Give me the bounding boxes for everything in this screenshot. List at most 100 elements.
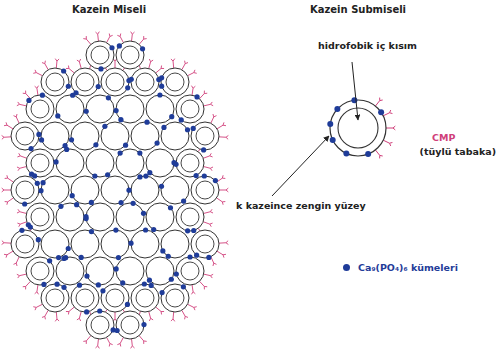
- calcium-phosphate-dot: [79, 255, 84, 260]
- submicelle: [101, 122, 129, 150]
- calcium-phosphate-dot: [154, 140, 159, 145]
- cmp-hair: [200, 281, 208, 289]
- cmp-hair: [375, 150, 382, 158]
- calcium-phosphate-dot: [36, 237, 41, 242]
- cmp-hair: [17, 209, 26, 213]
- cmp-hair: [113, 312, 117, 321]
- calcium-phosphate-dot: [179, 117, 184, 122]
- cmp-hair: [83, 36, 91, 44]
- calcium-phosphate-dot: [168, 205, 173, 210]
- calcium-phosphate-dot: [206, 255, 211, 260]
- calcium-phosphate-dot: [327, 121, 333, 127]
- cmp-hair: [131, 32, 135, 41]
- calcium-phosphate-dot: [128, 241, 133, 246]
- submicelle: [86, 41, 114, 69]
- calcium-phosphate-dot: [147, 170, 152, 175]
- submicelle: [86, 257, 114, 285]
- submicelle: [71, 284, 99, 312]
- submicelle: [71, 122, 99, 150]
- calcium-phosphate-dot: [97, 308, 102, 313]
- submicelle: [161, 68, 189, 96]
- calcium-phosphate-dot: [191, 126, 196, 131]
- cmp-hair: [14, 114, 20, 123]
- submicelle: [146, 149, 174, 177]
- cmp-hair: [188, 304, 197, 310]
- calcium-phosphate-dot: [84, 274, 89, 279]
- submicelle: [41, 230, 69, 258]
- submicelle-core: [166, 289, 184, 307]
- submicelle: [131, 284, 159, 312]
- calcium-phosphate-dot: [334, 106, 340, 112]
- submicelle: [176, 203, 204, 231]
- calcium-phosphate-dot: [131, 201, 136, 206]
- submicelle: [56, 257, 84, 285]
- submicelle: [116, 95, 144, 123]
- cmp-hair: [33, 304, 42, 310]
- cmp-hair: [219, 188, 228, 192]
- calcium-phosphate-dot: [159, 290, 164, 295]
- cmp-hair: [386, 126, 395, 130]
- calcium-phosphate-dot: [98, 66, 103, 71]
- calcium-phosphate-dot: [96, 84, 101, 89]
- calcium-phosphate-dot: [191, 228, 196, 233]
- cmp-hair: [23, 91, 31, 99]
- submicelle: [146, 203, 174, 231]
- cmp-hair: [2, 135, 11, 139]
- submicelle: [161, 122, 189, 150]
- submicelle: [86, 95, 114, 123]
- calcium-phosphate-dot: [61, 285, 66, 290]
- cmp-hair: [42, 310, 48, 319]
- calcium-phosphate-dot: [92, 173, 97, 178]
- calcium-phosphate-dot: [35, 181, 40, 186]
- submicelle-core: [181, 208, 199, 226]
- cmp-hair: [4, 122, 13, 128]
- submicelle: [131, 230, 159, 258]
- cmp-hair: [149, 311, 153, 320]
- cmp-hair: [14, 257, 20, 266]
- calcium-phosphate-dot: [144, 120, 149, 125]
- submicelle-core: [166, 73, 184, 91]
- calcium-phosphate-dot: [169, 114, 174, 119]
- calcium-phosphate-dot: [89, 229, 94, 234]
- submicelle: [71, 68, 99, 96]
- cmp-hair: [156, 307, 164, 314]
- cmp-hair: [203, 222, 212, 227]
- submicelle-core: [106, 73, 124, 91]
- cmp-hair: [107, 337, 113, 346]
- submicelle-core: [196, 127, 214, 145]
- calcium-phosphate-dot: [69, 137, 74, 142]
- calcium-phosphate-dot: [84, 109, 89, 114]
- calcium-phosphate-dot: [36, 132, 41, 137]
- cmp-hair: [188, 70, 197, 76]
- calcium-phosphate-dot: [66, 246, 71, 251]
- label: Kazein Miseli: [72, 4, 146, 15]
- submicelle-core: [181, 100, 199, 118]
- cmp-hair: [5, 198, 14, 205]
- calcium-phosphate-dot: [141, 322, 146, 327]
- submicelle: [41, 122, 69, 150]
- cmp-hair: [66, 307, 74, 314]
- calcium-phosphate-dot: [70, 93, 75, 98]
- submicelle: [26, 257, 54, 285]
- leader-line: [352, 62, 358, 120]
- cmp-hair: [55, 312, 59, 321]
- calcium-phosphate-dot: [181, 284, 186, 289]
- label: Kazein Submiseli: [310, 4, 406, 15]
- label: k kazeince zengin yüzey: [236, 200, 366, 211]
- submicelle-core: [91, 316, 109, 334]
- cmp-hair: [55, 59, 59, 68]
- submicelle: [131, 122, 159, 150]
- submicelle: [191, 122, 219, 150]
- calcium-phosphate-dot: [22, 201, 27, 206]
- submicelle: [116, 257, 144, 285]
- cmp-hair: [191, 86, 195, 95]
- calcium-phosphate-dot: [123, 143, 128, 148]
- submicelle: [146, 95, 174, 123]
- calcium-phosphate-dot: [194, 253, 199, 258]
- submicelle: [56, 95, 84, 123]
- cmp-hair: [35, 285, 39, 294]
- calcium-phosphate-dot: [58, 204, 63, 209]
- calcium-phosphate-dot: [202, 173, 207, 178]
- calcium-phosphate-dot: [116, 255, 121, 260]
- cmp-hair: [131, 339, 135, 348]
